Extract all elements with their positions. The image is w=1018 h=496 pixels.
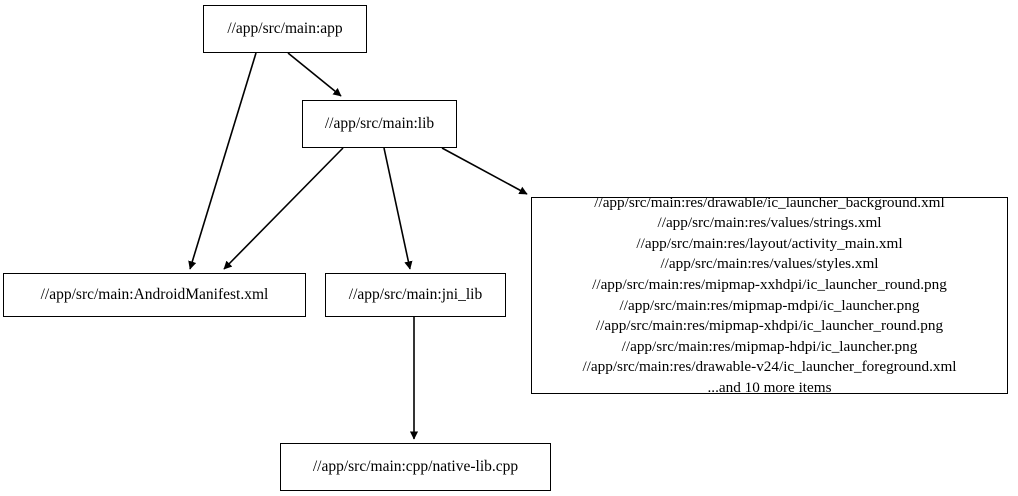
node-app[interactable]: //app/src/main:app	[203, 5, 367, 53]
node-android-manifest[interactable]: //app/src/main:AndroidManifest.xml	[3, 273, 306, 317]
edge-app-to-lib	[287, 52, 342, 97]
edge-lib-to-res-bundle	[441, 147, 528, 195]
node-jni-lib-label: //app/src/main:jni_lib	[348, 286, 483, 304]
edge-app-to-manifest	[188, 52, 257, 270]
node-app-label: //app/src/main:app	[227, 20, 343, 38]
node-android-manifest-label: //app/src/main:AndroidManifest.xml	[40, 286, 269, 304]
edge-lib-to-manifest	[223, 147, 344, 270]
node-lib[interactable]: //app/src/main:lib	[302, 100, 457, 148]
node-res-bundle[interactable]: //app/src/main:res/drawable/ic_launcher_…	[531, 194, 1008, 396]
node-res-bundle-label: //app/src/main:res/drawable/ic_launcher_…	[582, 193, 957, 396]
node-jni-lib[interactable]: //app/src/main:jni_lib	[325, 273, 506, 317]
node-native-lib-cpp-label: //app/src/main:cpp/native-lib.cpp	[312, 458, 519, 476]
edge-lib-to-jni-lib	[383, 147, 413, 270]
node-lib-label: //app/src/main:lib	[324, 115, 435, 133]
node-native-lib-cpp[interactable]: //app/src/main:cpp/native-lib.cpp	[280, 443, 551, 491]
